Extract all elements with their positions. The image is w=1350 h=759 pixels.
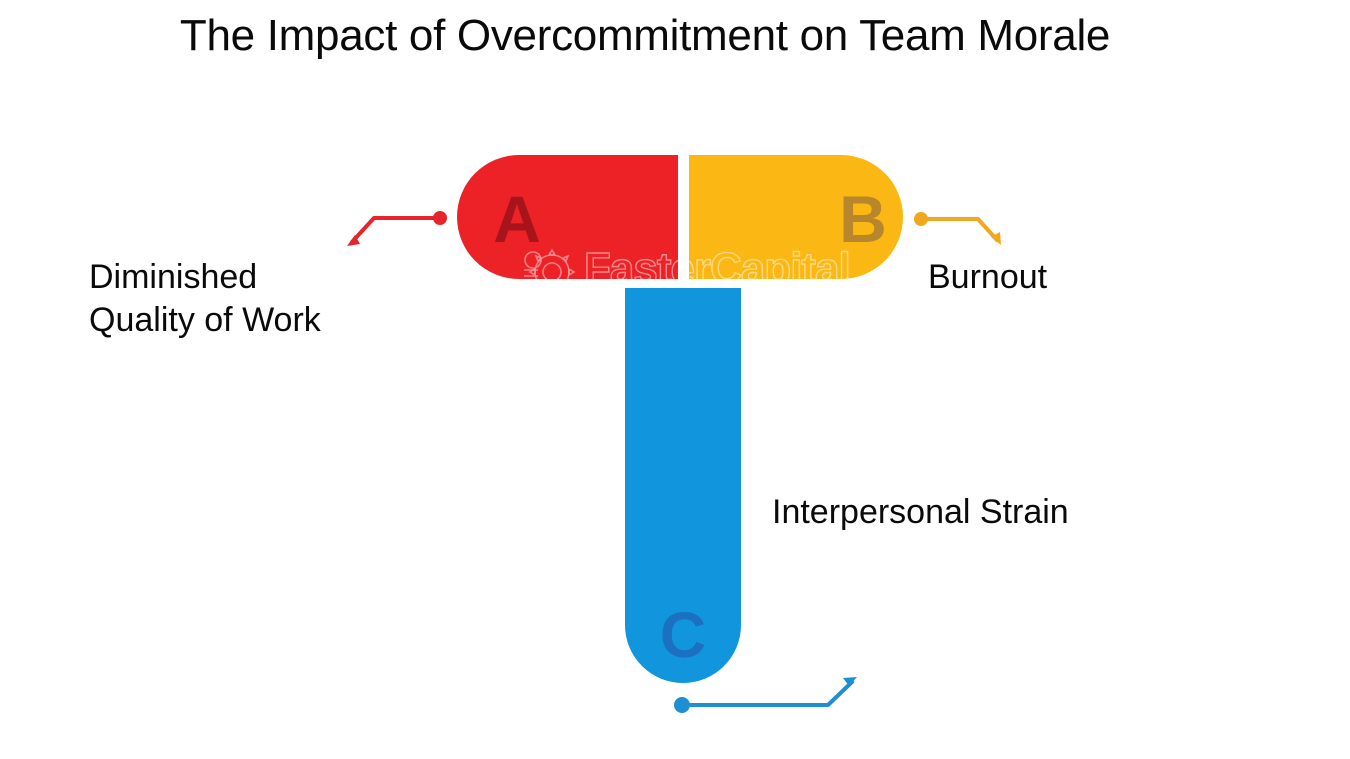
connector-dot-b <box>914 212 928 226</box>
connector-dot-a <box>433 211 447 225</box>
connector-arrow-b <box>914 212 1001 245</box>
node-label-a: Diminished Quality of Work <box>89 258 321 339</box>
node-label-b: Burnout <box>928 258 1048 296</box>
connector-arrow-c <box>674 677 857 713</box>
page-title: The Impact of Overcommitment on Team Mor… <box>179 11 1111 60</box>
pill-marker-b: B <box>839 182 887 256</box>
connector-arrow-a <box>347 211 447 246</box>
pill-shape-b <box>689 155 903 279</box>
pill-marker-a: A <box>493 182 541 256</box>
pill-marker-c: C <box>659 599 707 671</box>
connector-dot-c <box>674 697 690 713</box>
pill-shape-a <box>457 155 678 279</box>
node-label-c: Interpersonal Strain <box>772 493 1069 531</box>
pill-shape-c <box>625 288 741 683</box>
